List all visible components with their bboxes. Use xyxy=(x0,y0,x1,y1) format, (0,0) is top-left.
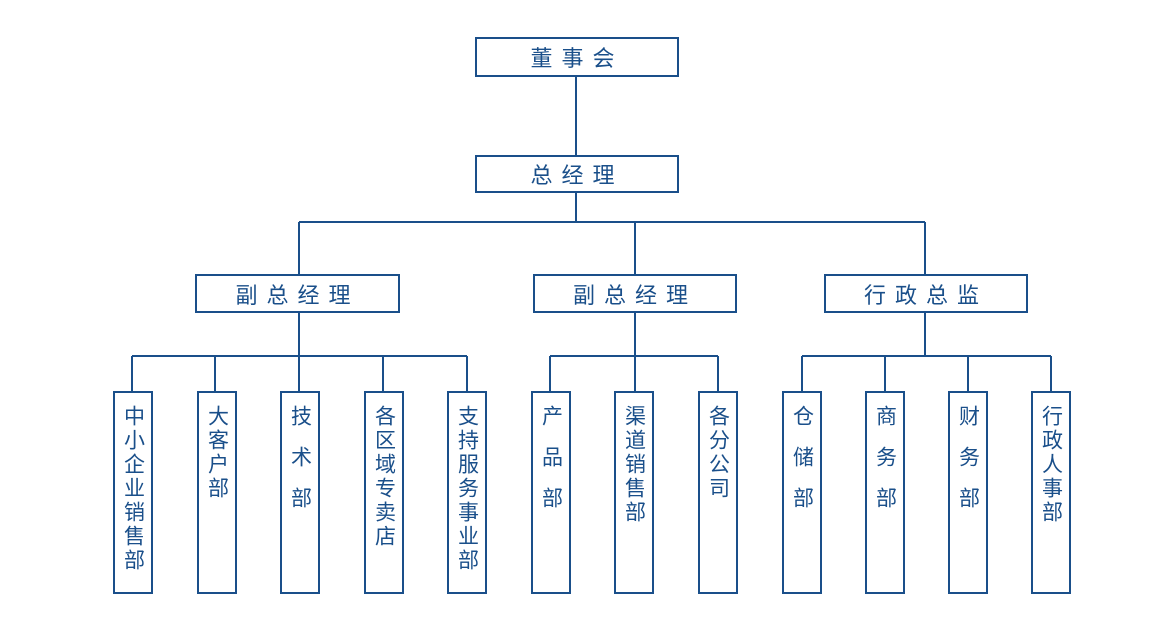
department-box: 中小企业销售部 xyxy=(113,391,153,594)
department-box: 各分公司 xyxy=(698,391,738,594)
department-box: 行政人事部 xyxy=(1031,391,1071,594)
branch-head-box: 副总经理 xyxy=(195,274,400,313)
department-box: 商务部 xyxy=(865,391,905,594)
department-box: 产品部 xyxy=(531,391,571,594)
board-box: 董事会 xyxy=(475,37,679,77)
branch-head-box: 副总经理 xyxy=(533,274,737,313)
branch-head-box: 行政总监 xyxy=(824,274,1028,313)
department-box: 支持服务事业部 xyxy=(447,391,487,594)
department-box: 技术部 xyxy=(280,391,320,594)
department-box: 仓储部 xyxy=(782,391,822,594)
department-box: 各区域专卖店 xyxy=(364,391,404,594)
general-manager-box: 总经理 xyxy=(475,155,679,193)
department-box: 渠道销售部 xyxy=(614,391,654,594)
department-box: 财务部 xyxy=(948,391,988,594)
department-box: 大客户部 xyxy=(197,391,237,594)
